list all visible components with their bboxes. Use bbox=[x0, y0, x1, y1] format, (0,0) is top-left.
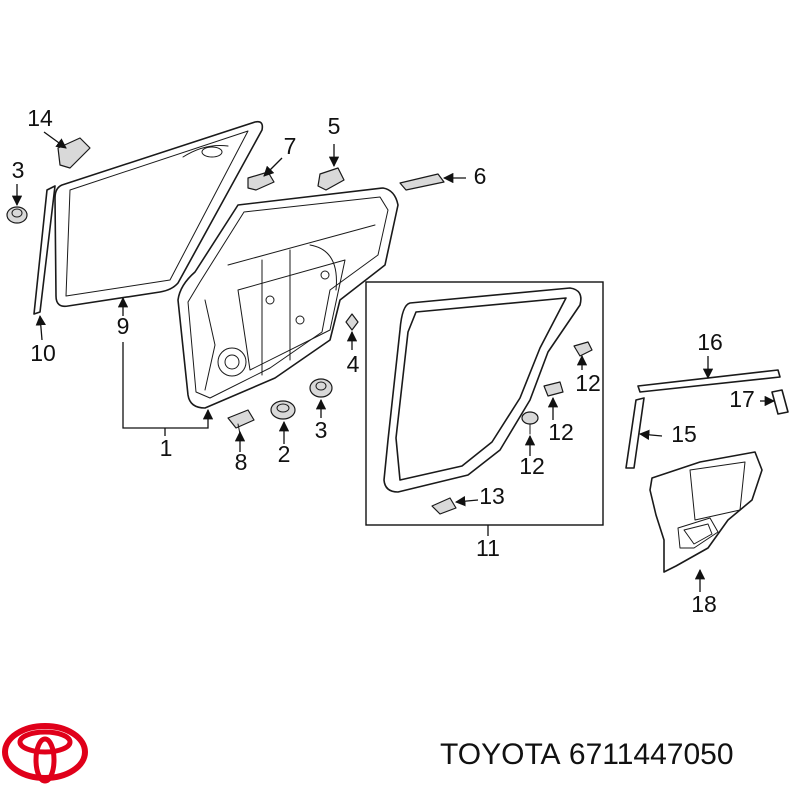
service-cover-18 bbox=[649, 451, 763, 573]
brand-name: TOYOTA bbox=[440, 738, 561, 771]
seal-15 bbox=[625, 397, 645, 469]
part-number: 6711447050 bbox=[568, 738, 734, 771]
callout-6: 6 bbox=[474, 163, 487, 189]
callout-13: 13 bbox=[479, 483, 505, 509]
callout-18: 18 bbox=[691, 591, 717, 617]
clip-12-top bbox=[573, 341, 593, 357]
callout-3-right: 3 bbox=[315, 417, 328, 443]
clip-6 bbox=[399, 173, 445, 191]
callout-5: 5 bbox=[328, 113, 341, 139]
callout-4: 4 bbox=[347, 351, 360, 377]
callout-2: 2 bbox=[278, 441, 291, 467]
seal-17 bbox=[771, 389, 789, 415]
callout-1: 1 bbox=[160, 435, 173, 461]
weatherstrip-box bbox=[365, 281, 604, 526]
clip-13 bbox=[431, 497, 457, 515]
toyota-logo bbox=[2, 723, 88, 784]
clip-12-mid bbox=[543, 381, 564, 397]
callout-12-top: 12 bbox=[575, 370, 601, 396]
callout-9: 9 bbox=[117, 313, 130, 339]
callout-12-bottom: 12 bbox=[519, 453, 545, 479]
callout-11: 11 bbox=[476, 535, 500, 561]
clip-12-bottom bbox=[521, 411, 539, 435]
grommet-2 bbox=[270, 400, 296, 420]
door-shell bbox=[177, 187, 399, 409]
brand-caption: TOYOTA 6711447050 bbox=[440, 738, 785, 788]
grommet-3-left bbox=[6, 206, 28, 224]
belt-molding-16 bbox=[637, 369, 781, 393]
bracket-14 bbox=[57, 137, 91, 169]
leader-lines bbox=[11, 131, 776, 592]
callout-labels: 14 3 10 9 1 7 5 6 4 8 2 3 11 12 12 12 13… bbox=[12, 105, 755, 617]
clip-7 bbox=[247, 171, 275, 191]
hinge-clip-8 bbox=[227, 409, 255, 435]
callout-7: 7 bbox=[284, 133, 297, 159]
callout-3-left: 3 bbox=[12, 157, 25, 183]
clip-5 bbox=[317, 167, 345, 191]
callout-17: 17 bbox=[729, 386, 755, 412]
callout-10: 10 bbox=[30, 340, 56, 366]
clip-4 bbox=[345, 313, 359, 331]
callout-15: 15 bbox=[671, 421, 697, 447]
callout-14: 14 bbox=[27, 105, 53, 131]
door-outer-panel bbox=[54, 120, 264, 308]
callout-16: 16 bbox=[697, 329, 723, 355]
callout-8: 8 bbox=[235, 449, 248, 475]
run-channel-strip bbox=[33, 185, 56, 315]
grommet-3-right bbox=[309, 378, 333, 398]
callout-12-mid: 12 bbox=[548, 419, 574, 445]
